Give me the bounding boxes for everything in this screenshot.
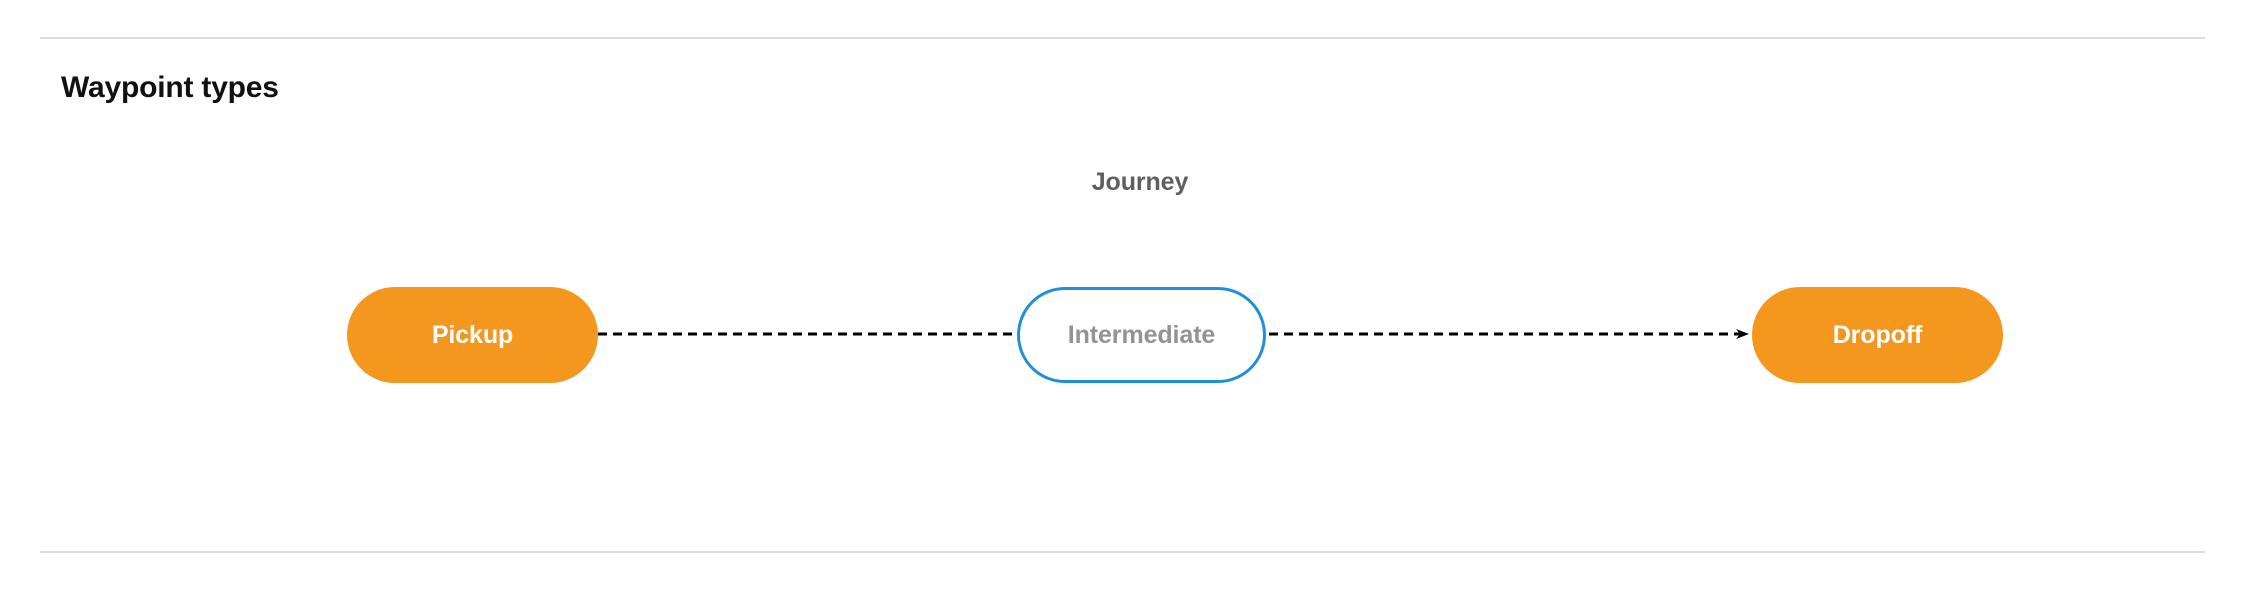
node-pickup-label: Pickup [431, 320, 514, 349]
section-divider-top [40, 37, 2205, 39]
node-dropoff[interactable]: Dropoff [1752, 287, 2003, 383]
node-pickup[interactable]: Pickup [347, 287, 598, 383]
section-divider-bottom [40, 551, 2205, 553]
node-dropoff-label: Dropoff [1832, 320, 1923, 349]
node-intermediate-label: Intermediate [1067, 320, 1216, 349]
journey-group-label: Journey [1091, 168, 1189, 196]
page-title: Waypoint types [61, 71, 279, 104]
node-intermediate[interactable]: Intermediate [1017, 287, 1266, 383]
